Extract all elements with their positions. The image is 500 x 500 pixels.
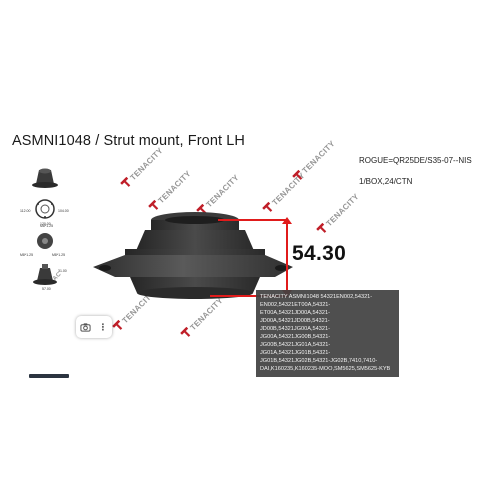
thumb-label: M8*1.25 [52, 253, 66, 257]
strut-mount-bolt-thumb-icon [37, 233, 53, 249]
thumb-label: 112.00 [20, 209, 31, 213]
dimension-line-bottom [210, 295, 288, 297]
thumb-label: 120.00 [40, 222, 51, 226]
watermark: TENACITY [292, 138, 337, 183]
arrow-up-icon [282, 217, 292, 224]
spec-application: ROGUE=QR25DE/S35-07--NIS [359, 156, 472, 165]
thumbnail-side-view[interactable]: 31.00 57.00 [28, 259, 67, 291]
thumbnail-top-view[interactable] [28, 162, 62, 192]
spec-packing: 1/BOX,24/CTN [359, 177, 413, 186]
image-action-controls: ⋮ [76, 316, 112, 338]
more-vert-icon[interactable]: ⋮ [98, 322, 109, 333]
thumbnail-bolt-view[interactable]: M8*1.25 M8*1.25 M8*1.25 [20, 224, 66, 257]
thumb-label: M8*1.25 [20, 253, 34, 257]
thumb-label: 104.00 [58, 209, 69, 213]
thumbnail-dimensions[interactable]: 112.00 104.00 120.00 [20, 195, 69, 226]
thumb-label: M8*1.25 [40, 224, 54, 228]
strut-mount-side-thumb-icon [33, 264, 57, 285]
watermark: TENACITY [316, 191, 361, 236]
thumb-label: 57.00 [42, 287, 51, 291]
thumb-label: 31.00 [58, 269, 67, 273]
more-vert-glyph: ⋮ [98, 321, 108, 332]
dimension-line-top [218, 219, 288, 221]
dimension-line-vertical [286, 220, 288, 296]
dimension-height-value: 54.30 [292, 242, 347, 265]
watermark: TENACITY [120, 145, 165, 190]
page-title: ASMNI1048 / Strut mount, Front LH [12, 133, 245, 149]
lens-search-icon[interactable] [79, 322, 91, 333]
strut-mount-thumb-icon [32, 168, 58, 188]
scroll-indicator[interactable] [29, 374, 69, 378]
strut-mount-product-image [93, 212, 293, 299]
strut-mount-dimension-thumb-icon [35, 199, 55, 219]
oem-numbers-tooltip: TENACITY ASMNI1048 54321EN002,54321-EN00… [256, 290, 399, 377]
